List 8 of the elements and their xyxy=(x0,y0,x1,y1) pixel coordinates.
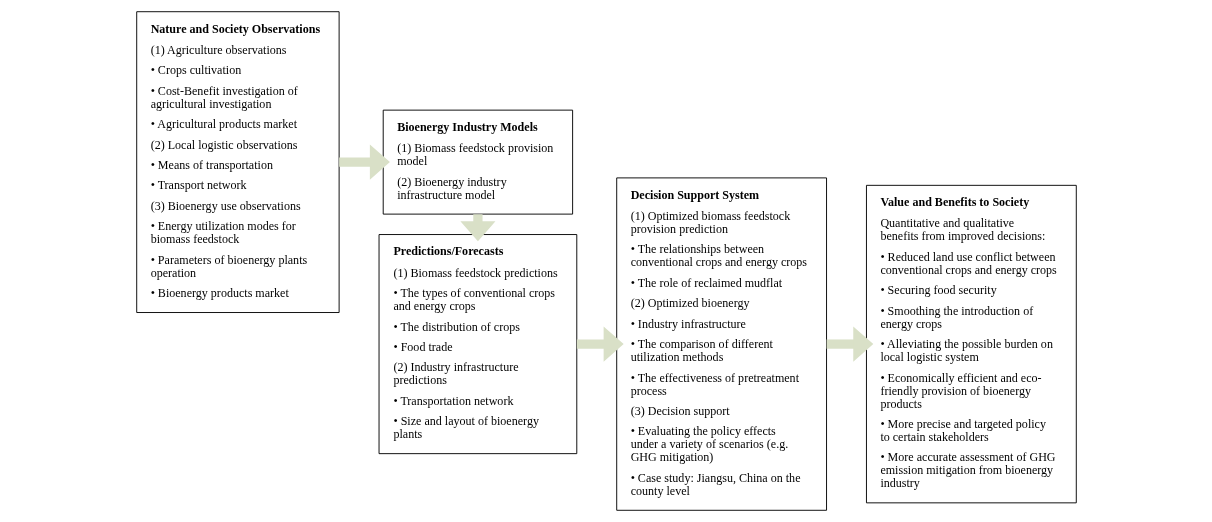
arrow xyxy=(338,144,390,180)
node-box: Nature and Society Observations (1) Agriculture observations • Crops cultivation • Cost-Benefit investigation of agricultural investigation • Agricultural products market (2) Local logistic observations • Means of transportation • Transport network (3) Bioenergy use observations • Energy utilization modes for biomass feedstock • Parameters of bioenergy plants operation • Bioenergy products market xyxy=(135,11,340,313)
node-box: Value and Benefits to Society Quantitative and qualitative benefits from improved decisions: • Reduced land use conflict between conventional crops and energy crops • Securing food security • Smoothing the introduction of energy crops • Alleviating the possible burden on local logistic system • Economically efficient and eco-friendly provision of bioenergy products • More precise and targeted policy to certain stakeholders • More accurate assessment of GHG emission mitigation from bioenergy industry xyxy=(865,184,1077,504)
node-box: Decision Support System (1) Optimized biomass feedstock provision prediction • The relationships between conventional crops and energy crops • The role of reclaimed mudflat (2) Optimized bioenergy • Industry infrastructure • The comparison of different utilization methods • The effectiveness of pretreatment process (3) Decision support • Evaluating the policy effects under a variety of scenarios (e.g. GHG mitigation) • Case study: Jiangsu, China on the county level xyxy=(615,177,827,511)
arrow xyxy=(576,326,624,362)
node-box: Bioenergy Industry Models (1) Biomass feedstock provision model (2) Bioenergy industry infrastructure model xyxy=(382,109,573,215)
node-box: Predictions/Forecasts (1) Biomass feedstock predictions • The types of conventional crops and energy crops • The distribution of crops • Food trade (2) Industry infrastructure predictions • Transportation network • Size and layout of bioenergy plants xyxy=(378,234,577,455)
arrow xyxy=(826,326,873,362)
